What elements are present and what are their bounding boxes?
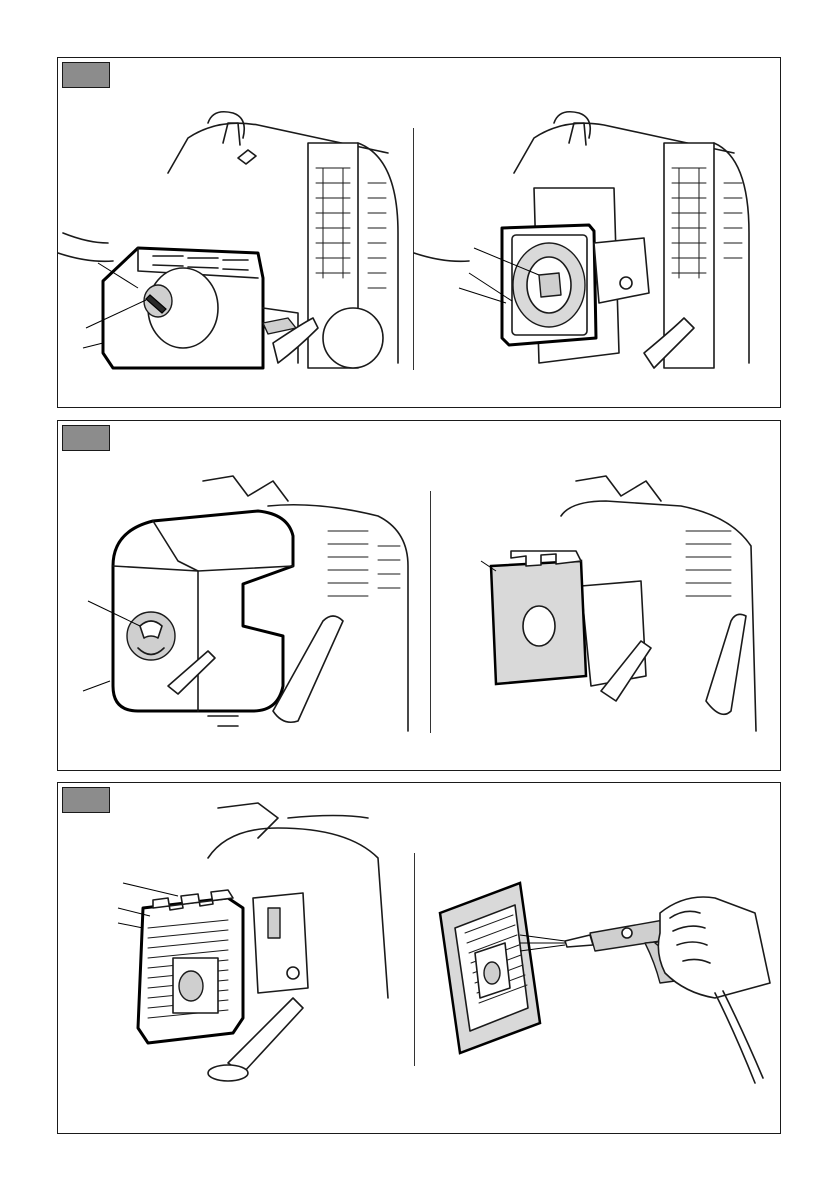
foam-filter-exposed-illustration: [414, 113, 774, 373]
figure-panel-1: [57, 57, 781, 408]
engine-cover-knob-alt-illustration: [58, 476, 430, 741]
panel-number-tab: [62, 62, 110, 88]
foam-filter-removed-illustration: [431, 476, 776, 741]
finned-filter-housing-illustration: [58, 798, 414, 1108]
compressed-air-cleaning-illustration: [415, 873, 775, 1093]
knob-icon: [127, 612, 175, 660]
knob-icon: [144, 285, 172, 317]
engine-cover-knob-illustration: [58, 113, 413, 373]
figure-panel-2: [57, 420, 781, 771]
panel-number-tab: [62, 425, 110, 451]
figure-panel-3: [57, 782, 781, 1134]
hand-icon: [658, 897, 770, 998]
